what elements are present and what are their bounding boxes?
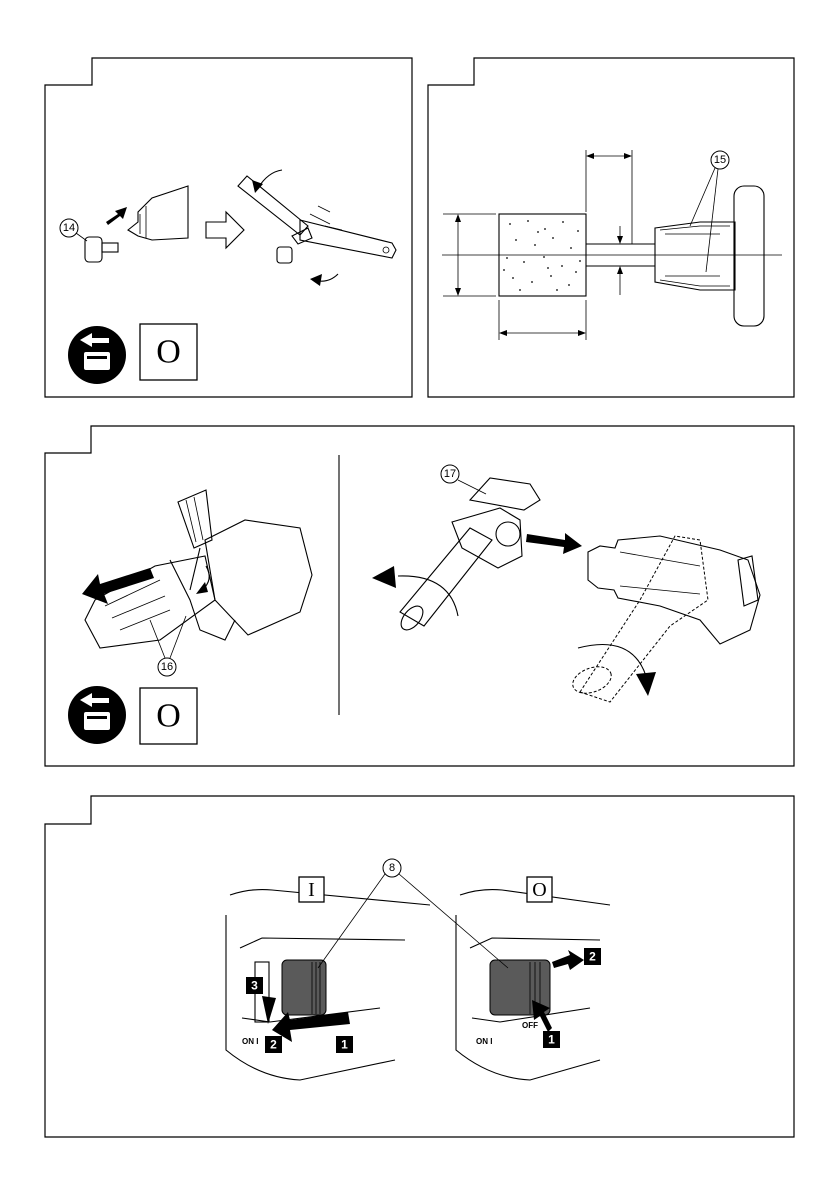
insert-arrow (106, 207, 127, 225)
svg-text:14: 14 (63, 222, 75, 234)
step-off-1: 1 (543, 1031, 560, 1048)
next-step-arrow (206, 212, 244, 248)
grinder-nose (128, 186, 188, 240)
side-handle (397, 478, 540, 634)
svg-text:17: 17 (444, 468, 456, 480)
svg-text:I: I (308, 879, 315, 901)
callout-8: 8 (318, 859, 508, 968)
off-symbol-text-2: O (156, 698, 181, 735)
step-on-3: 3 (246, 977, 263, 994)
panel-a: 14 O (45, 58, 412, 397)
svg-text:3: 3 (251, 979, 258, 993)
battery-removal-icon-2 (68, 686, 126, 744)
svg-text:16: 16 (161, 661, 173, 673)
dimension-lines (443, 150, 632, 340)
svg-text:1: 1 (548, 1033, 555, 1047)
grinder-body (588, 536, 760, 644)
attach-arrow (526, 533, 582, 554)
on-symbol-box: I (299, 877, 324, 902)
on-label: ON I (242, 1037, 258, 1046)
step-on-1: 1 (336, 1036, 353, 1053)
callout-15: 15 (690, 151, 729, 272)
svg-text:1: 1 (341, 1038, 348, 1052)
panel-b: 15 (428, 58, 794, 397)
spanner-wrenches (238, 176, 396, 263)
switch-off-symbol-icon: O (140, 324, 197, 380)
svg-text:2: 2 (589, 950, 596, 964)
step-off-2: 2 (584, 948, 601, 965)
battery-removal-icon (68, 326, 126, 384)
grinding-bit (85, 237, 118, 262)
pull-arrow (552, 950, 584, 970)
rotate-left-arrow (398, 576, 458, 616)
off-label: OFF (522, 1021, 538, 1030)
panel-c: 16 O 17 (45, 426, 794, 766)
step-on-2: 2 (265, 1036, 282, 1053)
svg-text:8: 8 (389, 862, 395, 874)
switch-off-symbol-icon-2: O (140, 688, 197, 744)
switch-off-illustration: ON I OFF (456, 890, 610, 1080)
slide-off-arrow (82, 568, 154, 604)
svg-text:15: 15 (714, 154, 726, 166)
svg-text:ON I: ON I (476, 1037, 492, 1046)
off-symbol-box: O (527, 877, 552, 902)
off-symbol-text: O (156, 334, 181, 371)
callout-14: 14 (60, 219, 87, 241)
rotate-right-arrow (578, 645, 646, 677)
panel-d: ON I I 1 2 3 ON I OFF (45, 796, 794, 1137)
grinder-housing-removal (85, 490, 312, 648)
collet-nut (655, 186, 764, 326)
svg-text:2: 2 (270, 1038, 277, 1052)
svg-text:O: O (532, 879, 546, 901)
